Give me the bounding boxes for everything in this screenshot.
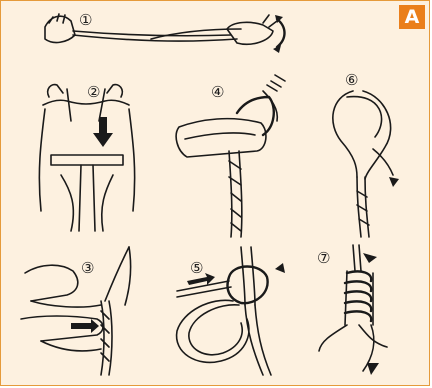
- step-5-illustration: [177, 247, 285, 375]
- step-2-illustration: [39, 85, 134, 231]
- step-4-illustration: [176, 75, 285, 237]
- step-3-illustration: [21, 247, 131, 375]
- step-1-illustration: [45, 14, 285, 53]
- step-7-illustration: [319, 245, 387, 375]
- step-6-illustration: [333, 91, 399, 237]
